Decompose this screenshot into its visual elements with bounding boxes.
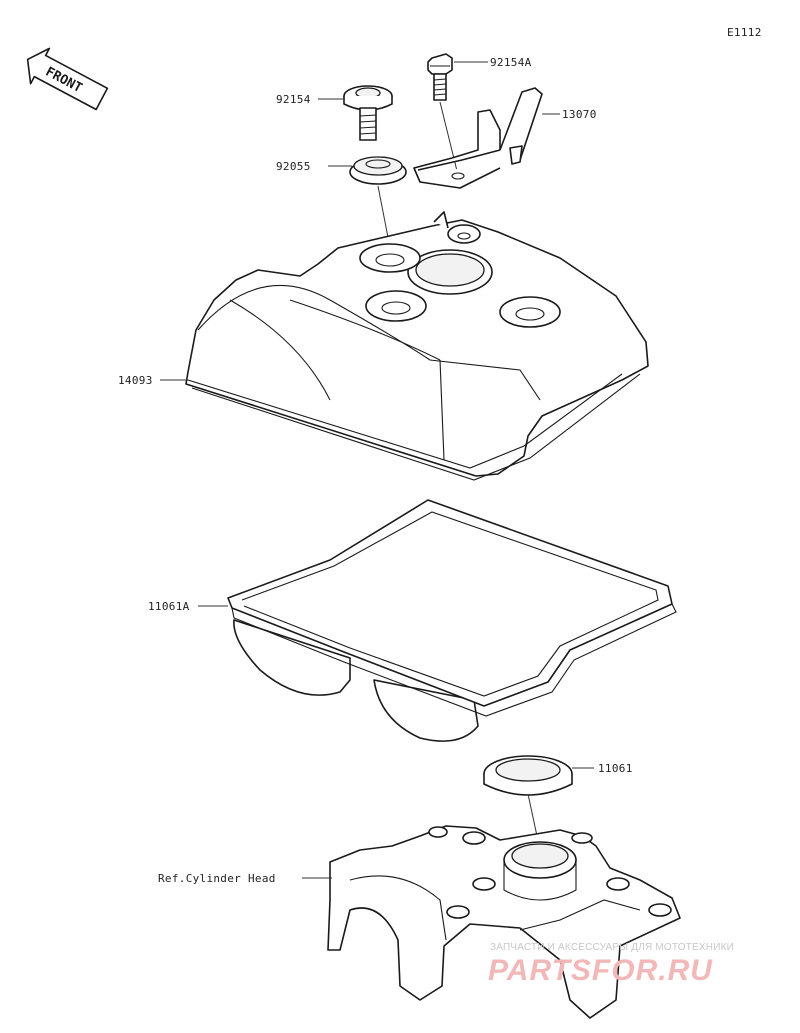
label-11061: 11061 — [598, 762, 633, 775]
label-92055: 92055 — [276, 160, 311, 173]
watermark-tagline: ЗАПЧАСТИ И АКСЕССУАРЫ ДЛЯ МОТОТЕХНИКИ — [490, 942, 734, 953]
seal-11061 — [483, 755, 573, 796]
watermark: ЗАПЧАСТИ И АКСЕССУАРЫ ДЛЯ МОТОТЕХНИКИ PA… — [488, 942, 734, 987]
bolt-92154a — [427, 53, 453, 101]
grommet-92055 — [349, 156, 407, 185]
label-11061a: 11061A — [148, 600, 190, 613]
gasket-11061a — [227, 499, 677, 742]
label-ref-cylinder-head: Ref.Cylinder Head — [158, 872, 276, 885]
label-92154: 92154 — [276, 93, 311, 106]
cylinder-head-cover-14093 — [185, 211, 649, 481]
diagram-code: E1112 — [727, 26, 762, 39]
label-13070: 13070 — [562, 108, 597, 121]
cylinder-head-reference — [327, 825, 681, 1019]
label-14093: 14093 — [118, 374, 153, 387]
front-arrow-icon: FRONT — [26, 47, 109, 111]
bracket-13070 — [413, 87, 543, 189]
bolt-92154 — [343, 85, 393, 141]
label-92154a: 92154A — [490, 56, 532, 69]
watermark-brand: PARTSFOR.RU — [488, 954, 713, 987]
